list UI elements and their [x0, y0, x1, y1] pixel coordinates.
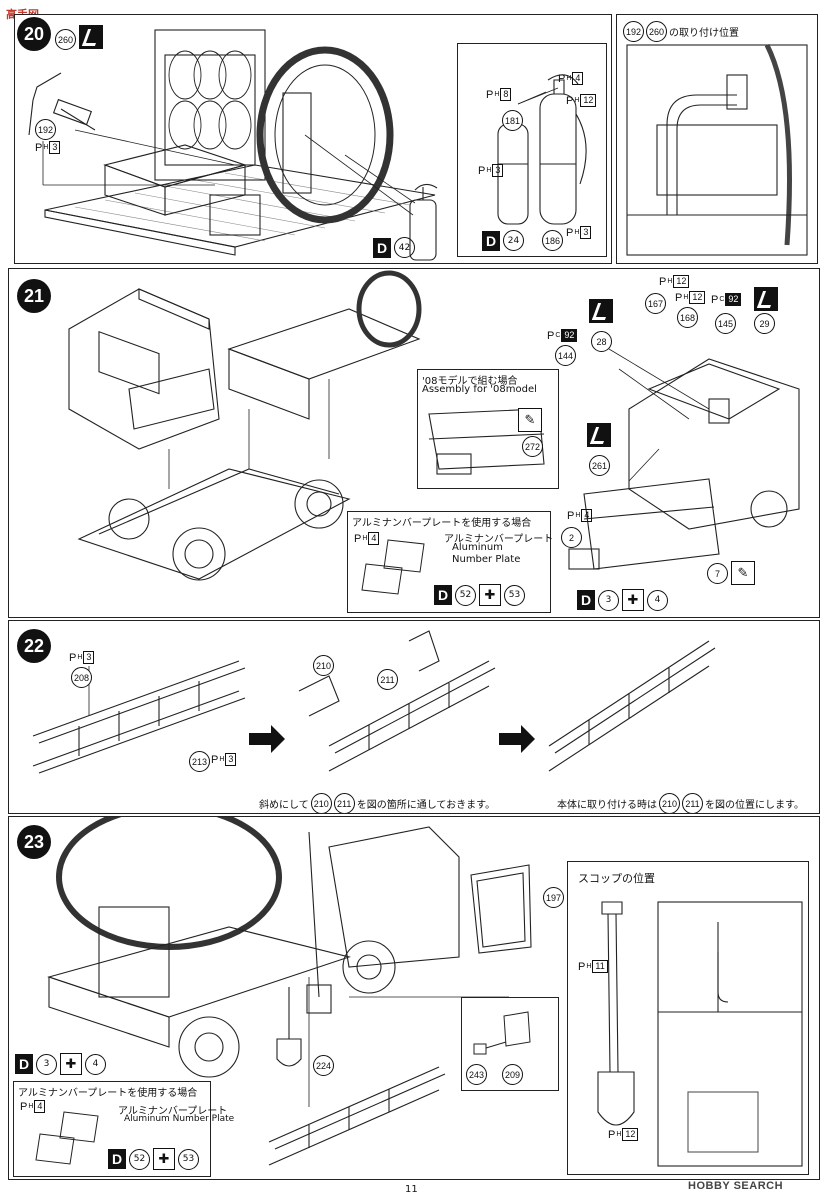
part-213-badge: 213 [189, 751, 210, 772]
cross-icon: ✚ [622, 589, 644, 611]
extinguisher-illustration [497, 74, 587, 225]
part-209-badge: 209 [502, 1064, 523, 1085]
glue-icon [754, 287, 778, 311]
paint-icon: ✎ [518, 408, 542, 432]
cross-icon: ✚ [60, 1053, 82, 1075]
mounting-illustration [626, 43, 808, 256]
aluminum-plate-title: アルミナンバープレートを使用する場合 [352, 518, 532, 529]
part-186-badge: 186 [542, 230, 563, 251]
step-23-illustration [47, 817, 532, 1166]
part-167-badge: 167 [645, 293, 666, 314]
glue-icon [589, 299, 613, 323]
part-260-badge: 260 [55, 29, 76, 50]
part-144-badge: 144 [555, 345, 576, 366]
part-2-badge: 2 [561, 527, 582, 548]
part-243-badge: 243 [466, 1064, 487, 1085]
aluminum-plate-jp: アルミナンバープレート [444, 534, 554, 545]
cross-icon: ✚ [479, 584, 501, 606]
glue-icon [79, 25, 103, 49]
part-208-badge: 208 [71, 667, 92, 688]
assembly-08-box: '08モデルで組む場合 Assembly for '08model ✎ 272 [417, 369, 559, 489]
part-192-badge: 192 [35, 119, 56, 140]
page-number: 11 [405, 1184, 418, 1195]
part-210-badge: 210 [313, 655, 334, 676]
part-7-badge: 7 [707, 563, 728, 584]
plate-illustration [35, 1111, 99, 1165]
step-22-illustration [32, 630, 716, 774]
plate-illustration [361, 539, 425, 595]
decal-badge-3-4: D 3 ✚ 4 [15, 1053, 106, 1075]
part-28-badge: 28 [591, 331, 612, 352]
step-20-number: 20 [17, 17, 51, 51]
part-211-badge: 211 [377, 669, 398, 690]
part-168-badge: 168 [677, 307, 698, 328]
part-29-badge: 29 [754, 313, 775, 334]
part-224-badge: 224 [313, 1055, 334, 1076]
hobby-search-logo: HOBBY SEARCH [688, 1180, 784, 1192]
decal-badge-24: D 24 [482, 230, 524, 251]
step-21-number: 21 [17, 279, 51, 313]
part-261-badge: 261 [589, 455, 610, 476]
decal-badge-52-53: D 52 ✚ 53 [434, 584, 525, 606]
shovel-illustration [597, 901, 803, 1167]
part-272-badge: 272 [522, 436, 543, 457]
aluminum-plate-jp: アルミナンバープレート [118, 1106, 228, 1117]
aluminum-plate-en: Aluminum Number Plate [124, 1114, 235, 1124]
assembly-08-jp: '08モデルで組む場合 [422, 376, 518, 387]
aluminum-plate-title: アルミナンバープレートを使用する場合 [18, 1088, 198, 1099]
cross-icon: ✚ [153, 1148, 175, 1170]
step-22-number: 22 [17, 629, 51, 663]
step-22-note-right: 本体に取り付ける時は 210 211 を図の位置にします。 [557, 793, 804, 813]
glue-icon [587, 423, 611, 447]
mounting-title: 192 260 の取り付け位置 [623, 21, 739, 42]
assembly-08-en: Assembly for '08model [422, 384, 537, 395]
step-22-note-left: 斜めにして 210 211 を図の箇所に通しておきます。 [259, 793, 495, 813]
decal-badge-42: D 42 [373, 237, 415, 258]
decal-badge-52-53: D 52 ✚ 53 [108, 1148, 199, 1170]
step-20-illustration [28, 29, 438, 261]
bracket-detail-box: 243 209 [461, 997, 559, 1091]
part-197-badge: 197 [543, 887, 564, 908]
part-145-badge: 145 [715, 313, 736, 334]
bracket-illustration [473, 1011, 531, 1055]
step-23-number: 23 [17, 825, 51, 859]
shovel-position-title: スコップの位置 [578, 872, 655, 885]
aluminum-plate-en2: Number Plate [452, 554, 521, 565]
paint-icon: ✎ [731, 561, 755, 585]
step-21-illustration [68, 270, 800, 581]
mounting-position-panel: 192 260 の取り付け位置 [616, 14, 818, 264]
ph-tag-value: 3 [49, 141, 61, 154]
part-181-badge: 181 [502, 110, 523, 131]
decal-badge-3-4: D 3 ✚ 4 [577, 589, 668, 611]
step-23-panel: 23 197 224 243 209 D 3 ✚ 4 アルミナンバープレートを使… [8, 816, 820, 1180]
aluminum-plate-en1: Aluminum [452, 542, 503, 553]
